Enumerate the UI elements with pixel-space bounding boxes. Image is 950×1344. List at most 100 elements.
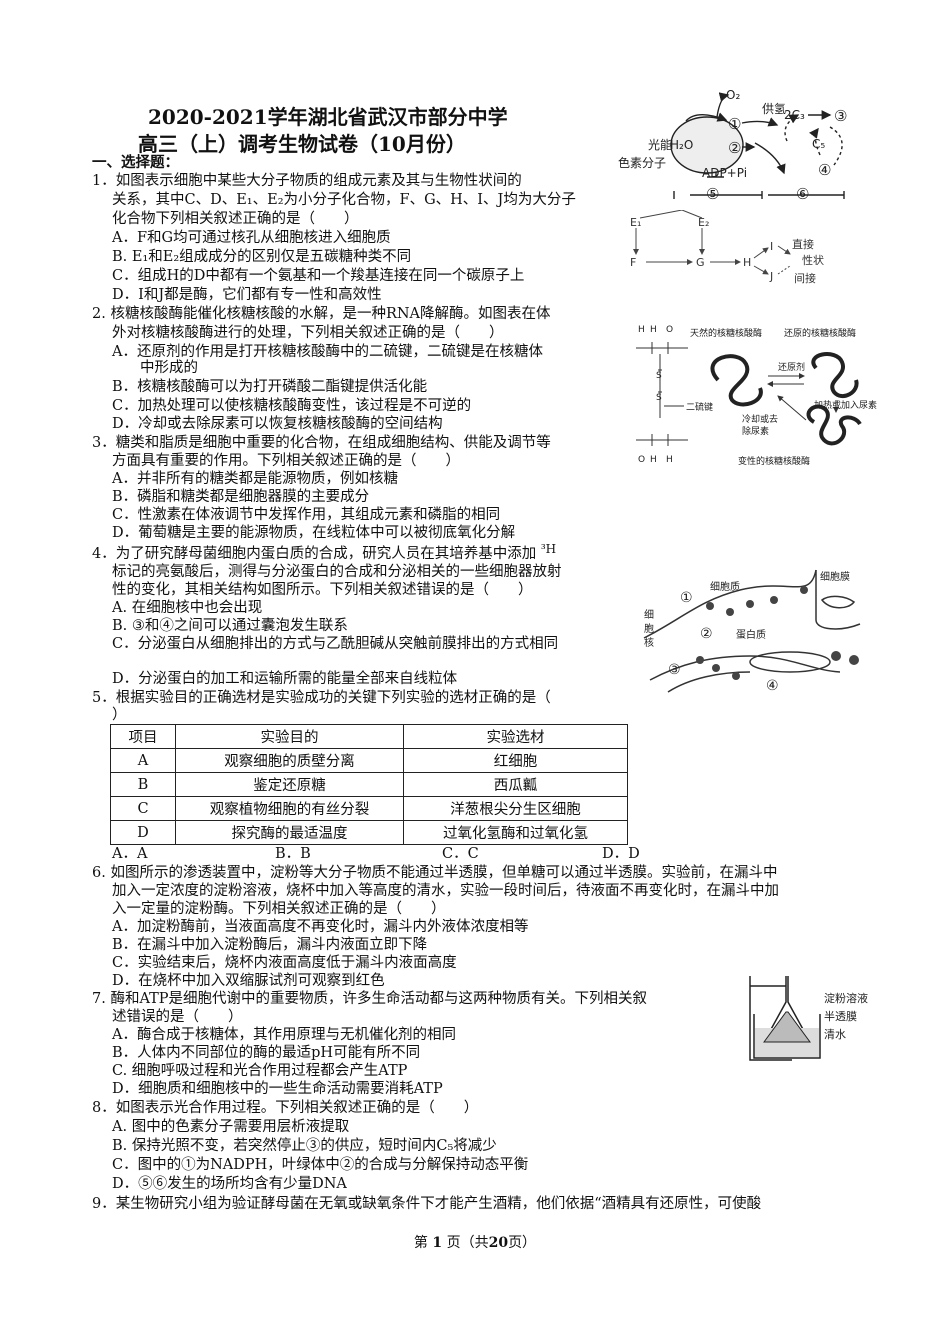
light-label: 光能: [648, 138, 672, 152]
q4-stem-text: 4．为了研究酵母菌细胞内蛋白质的合成，研究人员在其培养基中添加: [92, 546, 537, 562]
q7-stem: 述错误的是（ ）: [112, 1009, 243, 1025]
table-row: C 观察植物细胞的有丝分裂 洋葱根尖分生区细胞: [110, 796, 628, 821]
nucleus-label: 胞: [644, 623, 654, 635]
reduced-enzyme-label: 还原的核糖核酸酶: [784, 327, 856, 339]
q4-stem: 标记的亮氨酸后，测得与分泌蛋白的合成和分泌相关的一些细胞器放射: [112, 564, 562, 580]
table-row: B 鉴定还原糖 西瓜瓤: [110, 772, 628, 797]
supply-h-label: 供氢: [762, 101, 786, 116]
q3-option-c: C．性激素在体液调节中发挥作用，其组成元素和磷脂的相同: [112, 507, 501, 523]
table-row: A 观察细胞的质壁分离 红细胞: [110, 748, 628, 773]
q6-option-a: A．加淀粉酶前，当液面高度不再变化时，漏斗内外液体浓度相等: [112, 919, 529, 935]
o2-label: O₂: [726, 88, 740, 102]
q5-option-a: A．A: [112, 846, 148, 862]
q4-option-b: B. ③和④之间可以通过囊泡发生联系: [112, 618, 348, 634]
secretory-pathway-diagram: 细胞质 细胞膜 细 胞 核 蛋白质 ① ② ③ ④: [643, 569, 861, 694]
q1-stem: 1．如图表示细胞中某些大分子物质的组成元素及其与生物性状间的: [92, 173, 522, 189]
table-cell: 过氧化氢酶和过氧化氢: [403, 820, 628, 845]
svg-text:H: H: [650, 325, 657, 335]
q3-option-b: B．磷脂和糖类都是细胞器膜的主要成分: [112, 489, 370, 505]
photosynthesis-diagram: H₂O O₂ ① ② 供氢 2C₃ ③ C₅ ④ 光能 色素分子 ADP+Pi …: [618, 88, 847, 203]
q1-option-d: D．I和J都是酶，它们都有专一性和高效性: [112, 287, 382, 303]
table-cell: B: [110, 772, 176, 797]
q1-option-a: A．F和G均可通过核孔从细胞核进入细胞质: [112, 230, 391, 246]
svg-text:H: H: [638, 325, 645, 335]
q2-option-a-cont: 中形成的: [140, 360, 198, 376]
svg-text:H: H: [666, 455, 673, 465]
table-header: 项目: [110, 724, 176, 749]
q2-option-a: A．还原剂的作用是打开核糖核酸酶中的二硫键，二硫键是在核糖体: [112, 344, 543, 360]
q3-option-d: D．葡萄糖是主要的能源物质，在线粒体中可以被彻底氧化分解: [112, 525, 516, 541]
q5-option-b: B．B: [275, 846, 311, 862]
water-label: 清水: [824, 1028, 846, 1041]
indirect-label: 间接: [794, 272, 816, 285]
footer-prefix: 第: [413, 1235, 428, 1251]
circle-2: ②: [700, 626, 713, 642]
q4-stem: 4．为了研究酵母菌细胞内蛋白质的合成，研究人员在其培养基中添加 ³H: [92, 542, 557, 564]
circle-2: ②: [728, 139, 741, 157]
q1-stem: 化合物下列相关叙述正确的是（ ）: [112, 211, 359, 227]
j-label: J: [769, 270, 773, 283]
section-heading: 一、选择题：: [92, 154, 179, 171]
adp-label: ADP+Pi: [702, 166, 747, 180]
molecule-relation-diagram: E₁ E₂ F G H I J 直接 性状 间接: [630, 210, 824, 285]
q6-option-d: D．在烧杯中加入双缩脲试剂可观察到红色: [112, 973, 385, 989]
q5-option-c: C．C: [442, 846, 479, 862]
h2o-label: H₂O: [670, 138, 693, 152]
reducer-label: 还原剂: [778, 361, 805, 373]
q6-option-b: B．在漏斗中加入淀粉酶后，漏斗内液面立即下降: [112, 937, 428, 953]
e1-label: E₁: [630, 216, 641, 229]
table-cell: A: [110, 748, 176, 773]
disulfide-label: 二硫键: [686, 401, 713, 413]
i-label: I: [770, 240, 773, 253]
q4-option-c: C．分泌蛋白从细胞排出的方式与乙酰胆碱从突触前膜排出的方式相同: [112, 636, 559, 652]
table-cell: 探究酶的最适温度: [175, 820, 404, 845]
q4-isotope: ³H: [540, 542, 557, 556]
e2-label: E₂: [698, 216, 709, 229]
remove-urea-label: 除尿素: [742, 425, 769, 437]
q7-option-c: C. 细胞呼吸过程和光合作用过程都会产生ATP: [112, 1063, 408, 1079]
q4-option-a: A. 在细胞核中也会出现: [112, 600, 263, 616]
q8-stem: 8．如图表示光合作用过程。下列相关叙述正确的是（ ）: [92, 1100, 479, 1116]
q4-option-d: D．分泌蛋白的加工和运输所需的能量全部来自线粒体: [112, 671, 458, 687]
natural-enzyme-label: 天然的核糖核酸酶: [690, 327, 762, 339]
q3-stem: 方面具有重要的作用。下列相关叙述正确的是（ ）: [112, 453, 460, 469]
q9-stem: 9．某生物研究小组为验证酵母菌在无氧或缺氧条件下才能产生酒精，他们依据“酒精具有…: [92, 1196, 762, 1212]
q6-stem: 6. 如图所示的渗透装置中，淀粉等大分子物质不能通过半透膜，但单糖可以通过半透膜…: [92, 865, 778, 881]
table-cell: 洋葱根尖分生区细胞: [403, 796, 628, 821]
table-cell: 鉴定还原糖: [175, 772, 404, 797]
f-label: F: [630, 256, 636, 269]
cytoplasm-label: 细胞质: [710, 580, 740, 593]
svg-text:O: O: [666, 325, 673, 335]
g-label: G: [696, 256, 705, 269]
nucleus-label: 细: [644, 608, 654, 621]
table-cell: 西瓜瓤: [403, 772, 628, 797]
footer-mid: 页（共: [446, 1235, 489, 1251]
svg-text:H: H: [650, 455, 657, 465]
q3-option-a: A．并非所有的糖类都是能源物质，例如核糖: [112, 471, 398, 487]
q7-option-a: A．酶合成于核糖体，其作用原理与无机催化剂的相同: [112, 1027, 456, 1043]
q1-stem: 关系，其中C、D、E₁、E₂为小分子化合物，F、G、H、I、J均为大分子: [112, 192, 576, 208]
q5-stem: 5．根据实验目的正确选材是实验成功的关键下列实验的选材正确的是（: [92, 690, 551, 706]
q2-option-d: D．冷却或去除尿素可以恢复核糖核酸酶的空间结构: [112, 416, 443, 432]
starch-solution-label: 淀粉溶液: [824, 991, 868, 1005]
q4-stem: 性的变化，其相关结构如图所示。下列相关叙述错误的是（ ）: [112, 582, 533, 598]
table-cell: 红细胞: [403, 748, 628, 773]
exam-title-line1: 2020-2021学年湖北省武汉市部分中学: [148, 105, 508, 129]
pigment-label: 色素分子: [618, 156, 666, 170]
protein-label: 蛋白质: [736, 628, 766, 641]
h-label: H: [743, 256, 751, 269]
circle-1: ①: [680, 590, 693, 606]
page-footer: 第 1 页（共20页）: [0, 1232, 950, 1252]
table-header: 实验选材: [403, 724, 628, 749]
q7-option-d: D．细胞质和细胞核中的一些生命活动需要消耗ATP: [112, 1081, 443, 1097]
table-cell: C: [110, 796, 176, 821]
q3-stem: 3．糖类和脂质是细胞中重要的化合物，在组成细胞结构、供能及调节等: [92, 435, 551, 451]
svg-text:O: O: [638, 455, 645, 465]
cool-label: 冷却或去: [742, 413, 778, 425]
svg-text:S: S: [656, 371, 662, 381]
circle-1: ①: [728, 115, 741, 133]
q8-option-c: C．图中的①为NADPH，叶绿体中②的合成与分解保持动态平衡: [112, 1157, 529, 1173]
q8-option-d: D．⑤⑥发生的场所均含有少量DNA: [112, 1176, 347, 1192]
experiment-table: 项目 实验目的 实验选材 A 观察细胞的质壁分离 红细胞 B 鉴定还原糖 西瓜瓤…: [110, 724, 628, 845]
